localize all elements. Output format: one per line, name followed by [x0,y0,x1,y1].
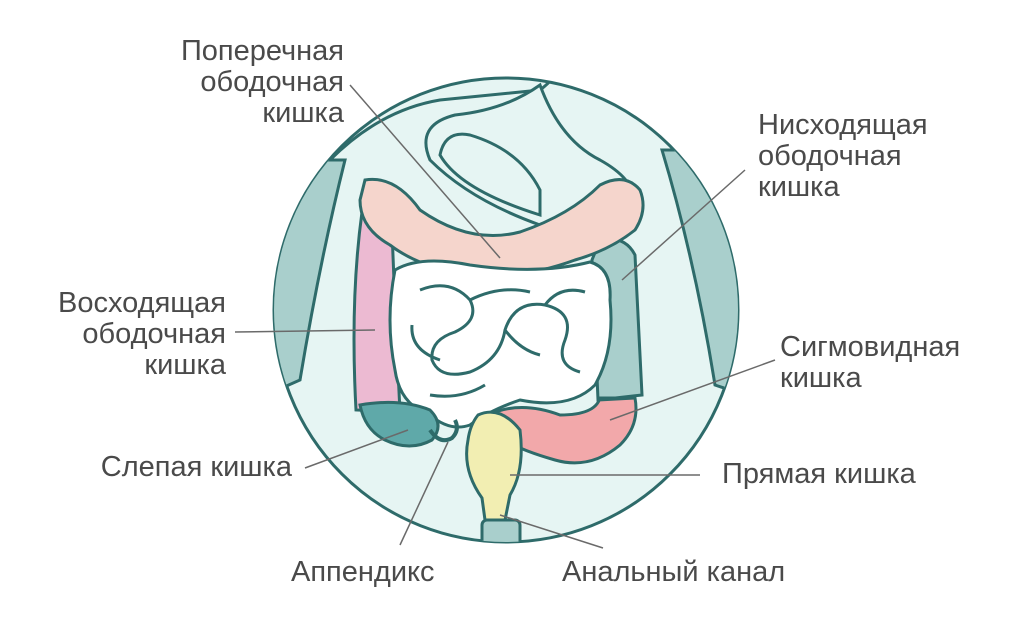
label-descending-colon: Нисходящая ободочная кишка [758,110,928,203]
sigmoid-colon [485,396,638,465]
label-sigmoid-line-2: кишка [780,362,862,394]
label-ascending-line-3: кишка [144,349,226,381]
leader-sigmoid [609,359,776,421]
leader-descending [621,169,746,281]
label-transverse-line-3: кишка [262,97,344,129]
leader-appendix [399,441,449,546]
cecum [358,400,440,448]
label-sigmoid-colon: Сигмовидная кишка [780,332,960,394]
sigmoid-top-band [597,396,636,402]
stomach-inner [438,132,542,218]
label-descending-line-3: кишка [758,171,840,203]
label-descending-line-2: ободочная [758,140,902,172]
label-descending-line-1: Нисходящая [758,109,928,141]
label-anal-canal-text: Анальный канал [562,556,786,588]
leader-transverse [349,84,501,259]
label-cecum: Слепая кишка [101,452,292,483]
body-top-outline [328,78,562,162]
leader-ascending [234,329,376,333]
leader-lines [234,84,776,549]
label-rectum: Прямая кишка [722,459,916,490]
label-cecum-text: Слепая кишка [100,451,292,483]
label-ascending-colon: Восходящая ободочная кишка [58,288,226,381]
label-sigmoid-line-1: Сигмовидная [780,331,961,363]
label-transverse-line-2: ободочная [200,66,344,98]
label-rectum-text: Прямая кишка [722,458,916,490]
label-anal-canal: Анальный канал [562,557,785,588]
label-appendix-text: Аппендикс [291,556,435,588]
anal-stub [480,518,522,542]
rectum [465,410,523,522]
label-transverse-line-1: Поперечная [180,35,344,67]
leader-anal [499,514,604,549]
appendix [428,419,459,443]
small-intestine-folds [410,284,586,398]
label-ascending-line-2: ободочная [82,318,226,350]
label-appendix: Аппендикс [291,557,435,588]
leader-cecum [304,429,409,469]
label-ascending-line-1: Восходящая [58,287,226,319]
label-transverse-colon: Поперечная ободочная кишка [181,36,344,129]
